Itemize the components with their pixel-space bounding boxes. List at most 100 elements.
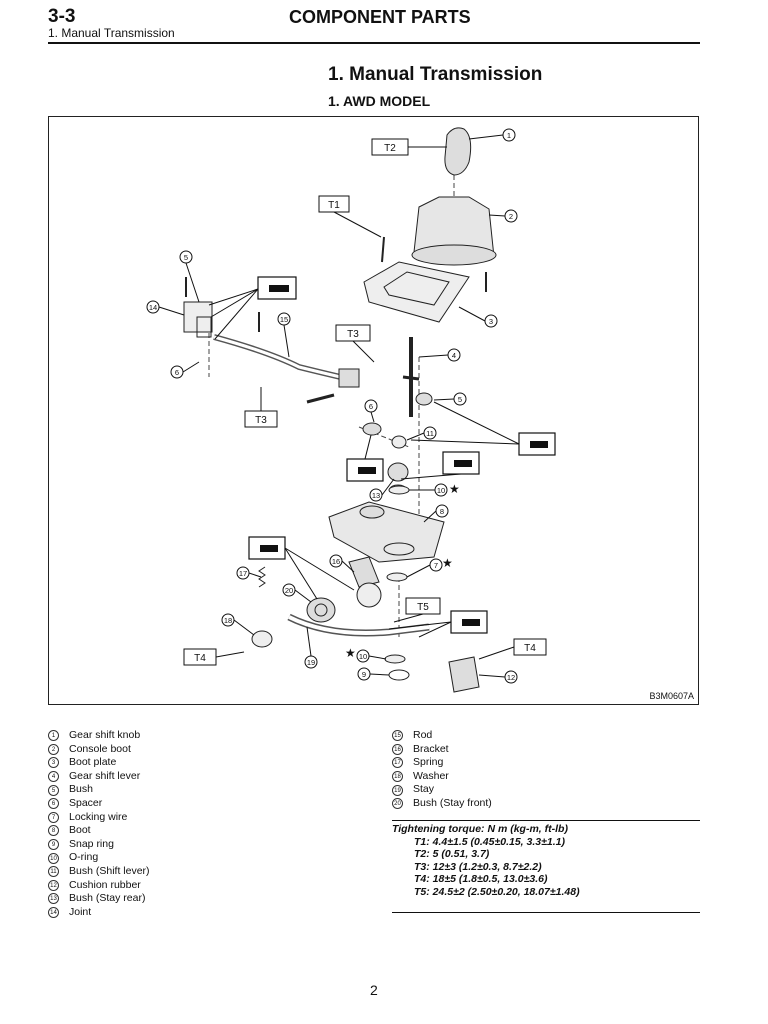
svg-text:12: 12 xyxy=(507,673,515,682)
svg-text:5: 5 xyxy=(184,253,188,262)
svg-text:18: 18 xyxy=(224,616,232,625)
torque-line: T5: 24.5±2 (2.50±0.20, 18.07±1.48) xyxy=(414,885,580,898)
legend-item: 17 Spring xyxy=(392,756,492,770)
legend-item: 1 Gear shift knob xyxy=(48,729,150,743)
torque-line: T3: 12±3 (1.2±0.3, 8.7±2.2) xyxy=(414,860,542,873)
legend-number: 12 xyxy=(48,879,59,891)
svg-text:14: 14 xyxy=(149,303,157,312)
legend-label: Gear shift lever xyxy=(69,769,141,782)
legend-label: Gear shift knob xyxy=(69,729,141,741)
legend-number: 9 xyxy=(48,839,59,851)
svg-text:3: 3 xyxy=(489,317,493,326)
legend-number: 15 xyxy=(392,730,403,742)
page-header-subtitle: 1. Manual Transmission xyxy=(48,26,175,40)
legend-label: Boot xyxy=(69,824,91,837)
torque-line: T1: 4.4±1.5 (0.45±0.15, 3.3±1.1) xyxy=(414,835,565,848)
legend-label: Rod xyxy=(413,729,433,741)
legend-item: 5 Bush xyxy=(48,783,150,797)
svg-text:15: 15 xyxy=(280,315,288,324)
legend-label: Spring xyxy=(413,756,444,769)
legend-number: 8 xyxy=(48,825,59,837)
legend-number: 11 xyxy=(48,866,59,878)
torque-title: Tightening torque: N m (kg-m, ft-lb) xyxy=(392,823,568,835)
svg-text:8: 8 xyxy=(440,507,444,516)
figure-code: B3M0607A xyxy=(649,691,694,701)
svg-text:★: ★ xyxy=(345,646,356,660)
legend-label: Boot plate xyxy=(69,756,117,769)
torque-tag-t2: T2 xyxy=(384,143,396,154)
torque-tag-t5: T5 xyxy=(417,602,429,613)
torque-line: T4: 18±5 (1.8±0.5, 13.0±3.6) xyxy=(414,873,548,885)
legend-item: 10 O-ring xyxy=(48,851,150,865)
legend-label: Bush (Stay rear) xyxy=(69,892,146,905)
legend-left: 1 Gear shift knob 2 Console boot 3 Boot pla… xyxy=(48,729,150,919)
legend-label: Console boot xyxy=(69,742,131,755)
page-number: 2 xyxy=(370,982,378,998)
legend-number: 4 xyxy=(48,771,59,783)
legend-number: 1 xyxy=(48,730,59,742)
torque-tag-t3-upper: T3 xyxy=(347,329,359,340)
legend-number: 16 xyxy=(392,743,403,755)
legend-number: 19 xyxy=(392,784,403,796)
legend-item: 2 Console boot xyxy=(48,743,150,757)
legend-number: 7 xyxy=(48,811,59,823)
exploded-diagram: T2 T1 T3 T3 T4 T4 T5 xyxy=(48,116,699,705)
svg-text:20: 20 xyxy=(285,586,293,595)
legend-item: 4 Gear shift lever xyxy=(48,770,150,784)
legend-number: 17 xyxy=(392,757,403,769)
legend-label: Cushion rubber xyxy=(69,878,141,891)
svg-text:10: 10 xyxy=(359,652,367,661)
legend-number: 5 xyxy=(48,784,59,796)
legend-item: 16 Bracket xyxy=(392,743,492,757)
legend-item: 9 Snap ring xyxy=(48,838,150,852)
torque-spec-box: Tightening torque: N m (kg-m, ft-lb) T1:… xyxy=(392,820,700,913)
legend-number: 2 xyxy=(48,743,59,755)
legend-label: O-ring xyxy=(69,851,99,864)
legend-label: Joint xyxy=(69,905,92,918)
legend-label: Snap ring xyxy=(69,837,114,850)
torque-tag-t4-right: T4 xyxy=(524,643,536,654)
svg-text:5: 5 xyxy=(458,395,462,404)
svg-text:6: 6 xyxy=(175,368,179,377)
page-header-title: COMPONENT PARTS xyxy=(289,7,471,27)
legend-item: 15 Rod xyxy=(392,729,492,743)
header-rule xyxy=(48,42,700,44)
svg-text:19: 19 xyxy=(307,658,315,667)
torque-tag-t3-lower: T3 xyxy=(255,415,267,426)
legend-label: Bush (Shift lever) xyxy=(69,864,150,877)
legend-label: Bush xyxy=(69,783,93,796)
svg-text:11: 11 xyxy=(426,429,434,438)
diagram-drawing: T2 T1 T3 T3 T4 T4 T5 xyxy=(146,127,556,693)
legend-item: 8 Boot xyxy=(48,824,150,838)
svg-text:17: 17 xyxy=(239,569,247,578)
legend-item: 12 Cushion rubber xyxy=(48,879,150,893)
torque-tag-t1: T1 xyxy=(328,200,340,211)
legend-item: 3 Boot plate xyxy=(48,756,150,770)
legend-item: 7 Locking wire xyxy=(48,811,150,825)
legend-label: Bush (Stay front) xyxy=(413,796,492,809)
legend-number: 10 xyxy=(48,852,59,864)
legend-number: 14 xyxy=(48,907,59,919)
torque-tag-t4-left: T4 xyxy=(194,653,206,664)
legend-label: Locking wire xyxy=(69,810,128,823)
svg-text:4: 4 xyxy=(452,351,456,360)
legend-number: 18 xyxy=(392,771,403,783)
legend-label: Bracket xyxy=(413,742,449,755)
main-heading: 1. Manual Transmission xyxy=(328,64,543,85)
legend-number: 6 xyxy=(48,798,59,810)
legend-item: 11 Bush (Shift lever) xyxy=(48,865,150,879)
svg-text:1: 1 xyxy=(507,131,511,140)
legend-number: 20 xyxy=(392,798,403,810)
legend-number: 3 xyxy=(48,757,59,769)
svg-text:7: 7 xyxy=(434,561,438,570)
svg-text:13: 13 xyxy=(372,491,380,500)
svg-text:★: ★ xyxy=(449,482,460,496)
svg-text:9: 9 xyxy=(362,670,366,679)
svg-text:2: 2 xyxy=(509,212,513,221)
svg-text:★: ★ xyxy=(442,556,453,570)
